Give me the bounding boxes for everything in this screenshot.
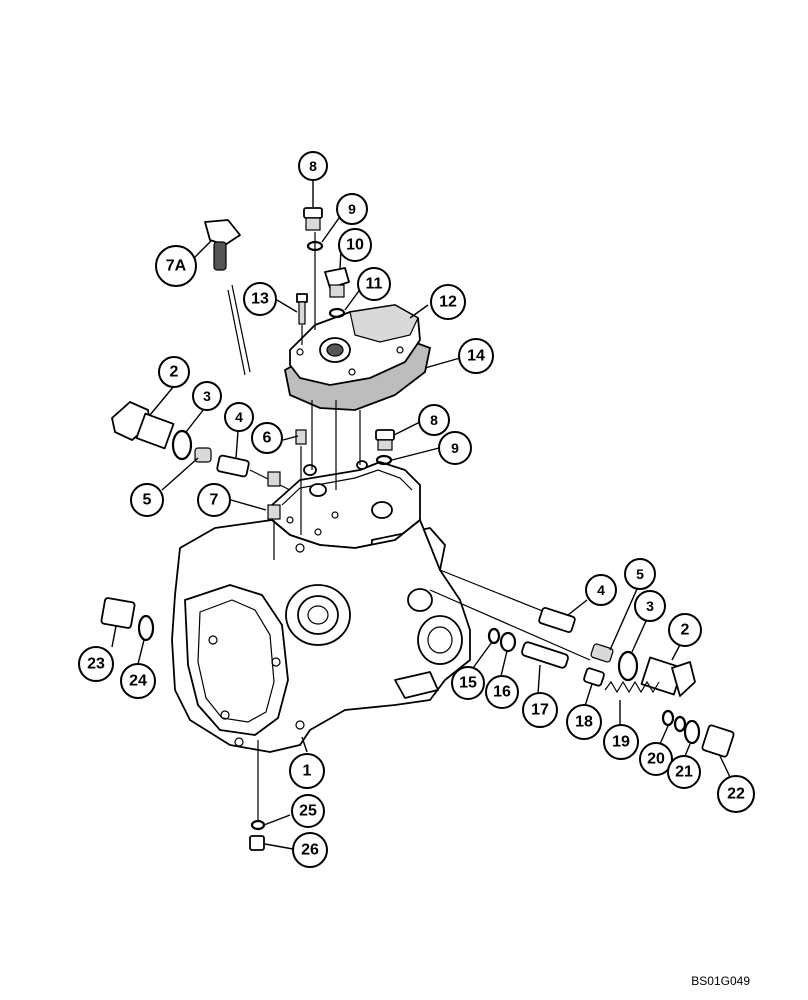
callout-3-left: 3 (192, 381, 222, 411)
callout-12: 12 (430, 284, 466, 320)
svg-text:23: 23 (87, 656, 105, 673)
svg-text:15: 15 (459, 675, 477, 692)
callout-25: 25 (291, 794, 325, 828)
svg-text:12: 12 (439, 294, 457, 311)
callout-16: 16 (485, 675, 519, 709)
callout-9-right: 9 (438, 431, 472, 465)
svg-text:8: 8 (309, 158, 317, 174)
svg-text:8: 8 (430, 412, 438, 428)
callout-26: 26 (292, 832, 328, 868)
callout-6: 6 (251, 422, 283, 454)
svg-text:19: 19 (612, 734, 630, 751)
callout-17: 17 (522, 692, 558, 728)
callout-3-right: 3 (634, 590, 666, 622)
cover-part-12 (283, 304, 432, 411)
callout-5-left: 5 (130, 483, 164, 517)
svg-text:3: 3 (646, 598, 654, 614)
svg-text:22: 22 (727, 786, 745, 803)
callout-9-top: 9 (336, 193, 368, 225)
svg-text:7A: 7A (166, 258, 187, 275)
svg-text:25: 25 (299, 803, 317, 820)
callout-23: 23 (78, 646, 114, 682)
callout-8-right: 8 (418, 404, 450, 436)
svg-text:5: 5 (143, 492, 152, 509)
callout-7a: 7A (155, 245, 197, 287)
callout-15: 15 (451, 666, 485, 700)
svg-text:24: 24 (129, 673, 147, 690)
callout-2-left: 2 (158, 356, 190, 388)
housing-part-1 (171, 460, 471, 753)
svg-text:10: 10 (346, 237, 364, 254)
svg-text:13: 13 (251, 291, 269, 308)
svg-text:1: 1 (303, 763, 312, 780)
svg-text:6: 6 (263, 430, 272, 447)
lower-parts (100, 597, 266, 851)
svg-text:18: 18 (575, 714, 593, 731)
callout-10: 10 (338, 228, 372, 262)
svg-text:16: 16 (493, 684, 511, 701)
svg-text:4: 4 (597, 582, 605, 598)
callout-7: 7 (197, 483, 231, 517)
svg-text:4: 4 (235, 409, 243, 425)
right-valve-parts (429, 569, 735, 758)
callout-4-right: 4 (585, 574, 617, 606)
callout-5-right: 5 (624, 558, 656, 590)
callout-2-right: 2 (668, 613, 702, 647)
svg-text:21: 21 (675, 764, 693, 781)
callout-1: 1 (289, 753, 325, 789)
svg-text:9: 9 (451, 440, 459, 456)
svg-text:9: 9 (348, 201, 356, 217)
callout-11: 11 (357, 267, 391, 301)
callout-22: 22 (717, 775, 755, 813)
svg-text:2: 2 (681, 622, 690, 639)
svg-text:11: 11 (366, 276, 383, 293)
left-valve-parts (111, 401, 395, 560)
callout-18: 18 (566, 704, 602, 740)
svg-text:14: 14 (467, 348, 485, 365)
leader-lines (111, 180, 731, 850)
callout-21: 21 (667, 755, 701, 789)
svg-text:17: 17 (531, 702, 549, 719)
svg-text:3: 3 (203, 388, 211, 404)
svg-text:5: 5 (636, 566, 644, 582)
drawing-reference-code: BS01G049 (691, 974, 750, 988)
svg-text:26: 26 (301, 842, 319, 859)
callout-8-top: 8 (298, 151, 328, 181)
callout-4-left: 4 (224, 402, 254, 432)
callout-24: 24 (120, 663, 156, 699)
top-plugs (296, 207, 361, 490)
svg-text:20: 20 (647, 751, 665, 768)
callout-13: 13 (243, 282, 277, 316)
callout-19: 19 (603, 724, 639, 760)
svg-text:7: 7 (210, 492, 219, 509)
svg-text:2: 2 (170, 364, 179, 381)
callout-14: 14 (458, 338, 494, 374)
callout-20: 20 (639, 742, 673, 776)
banjo-bolt-part-7a (204, 219, 251, 376)
